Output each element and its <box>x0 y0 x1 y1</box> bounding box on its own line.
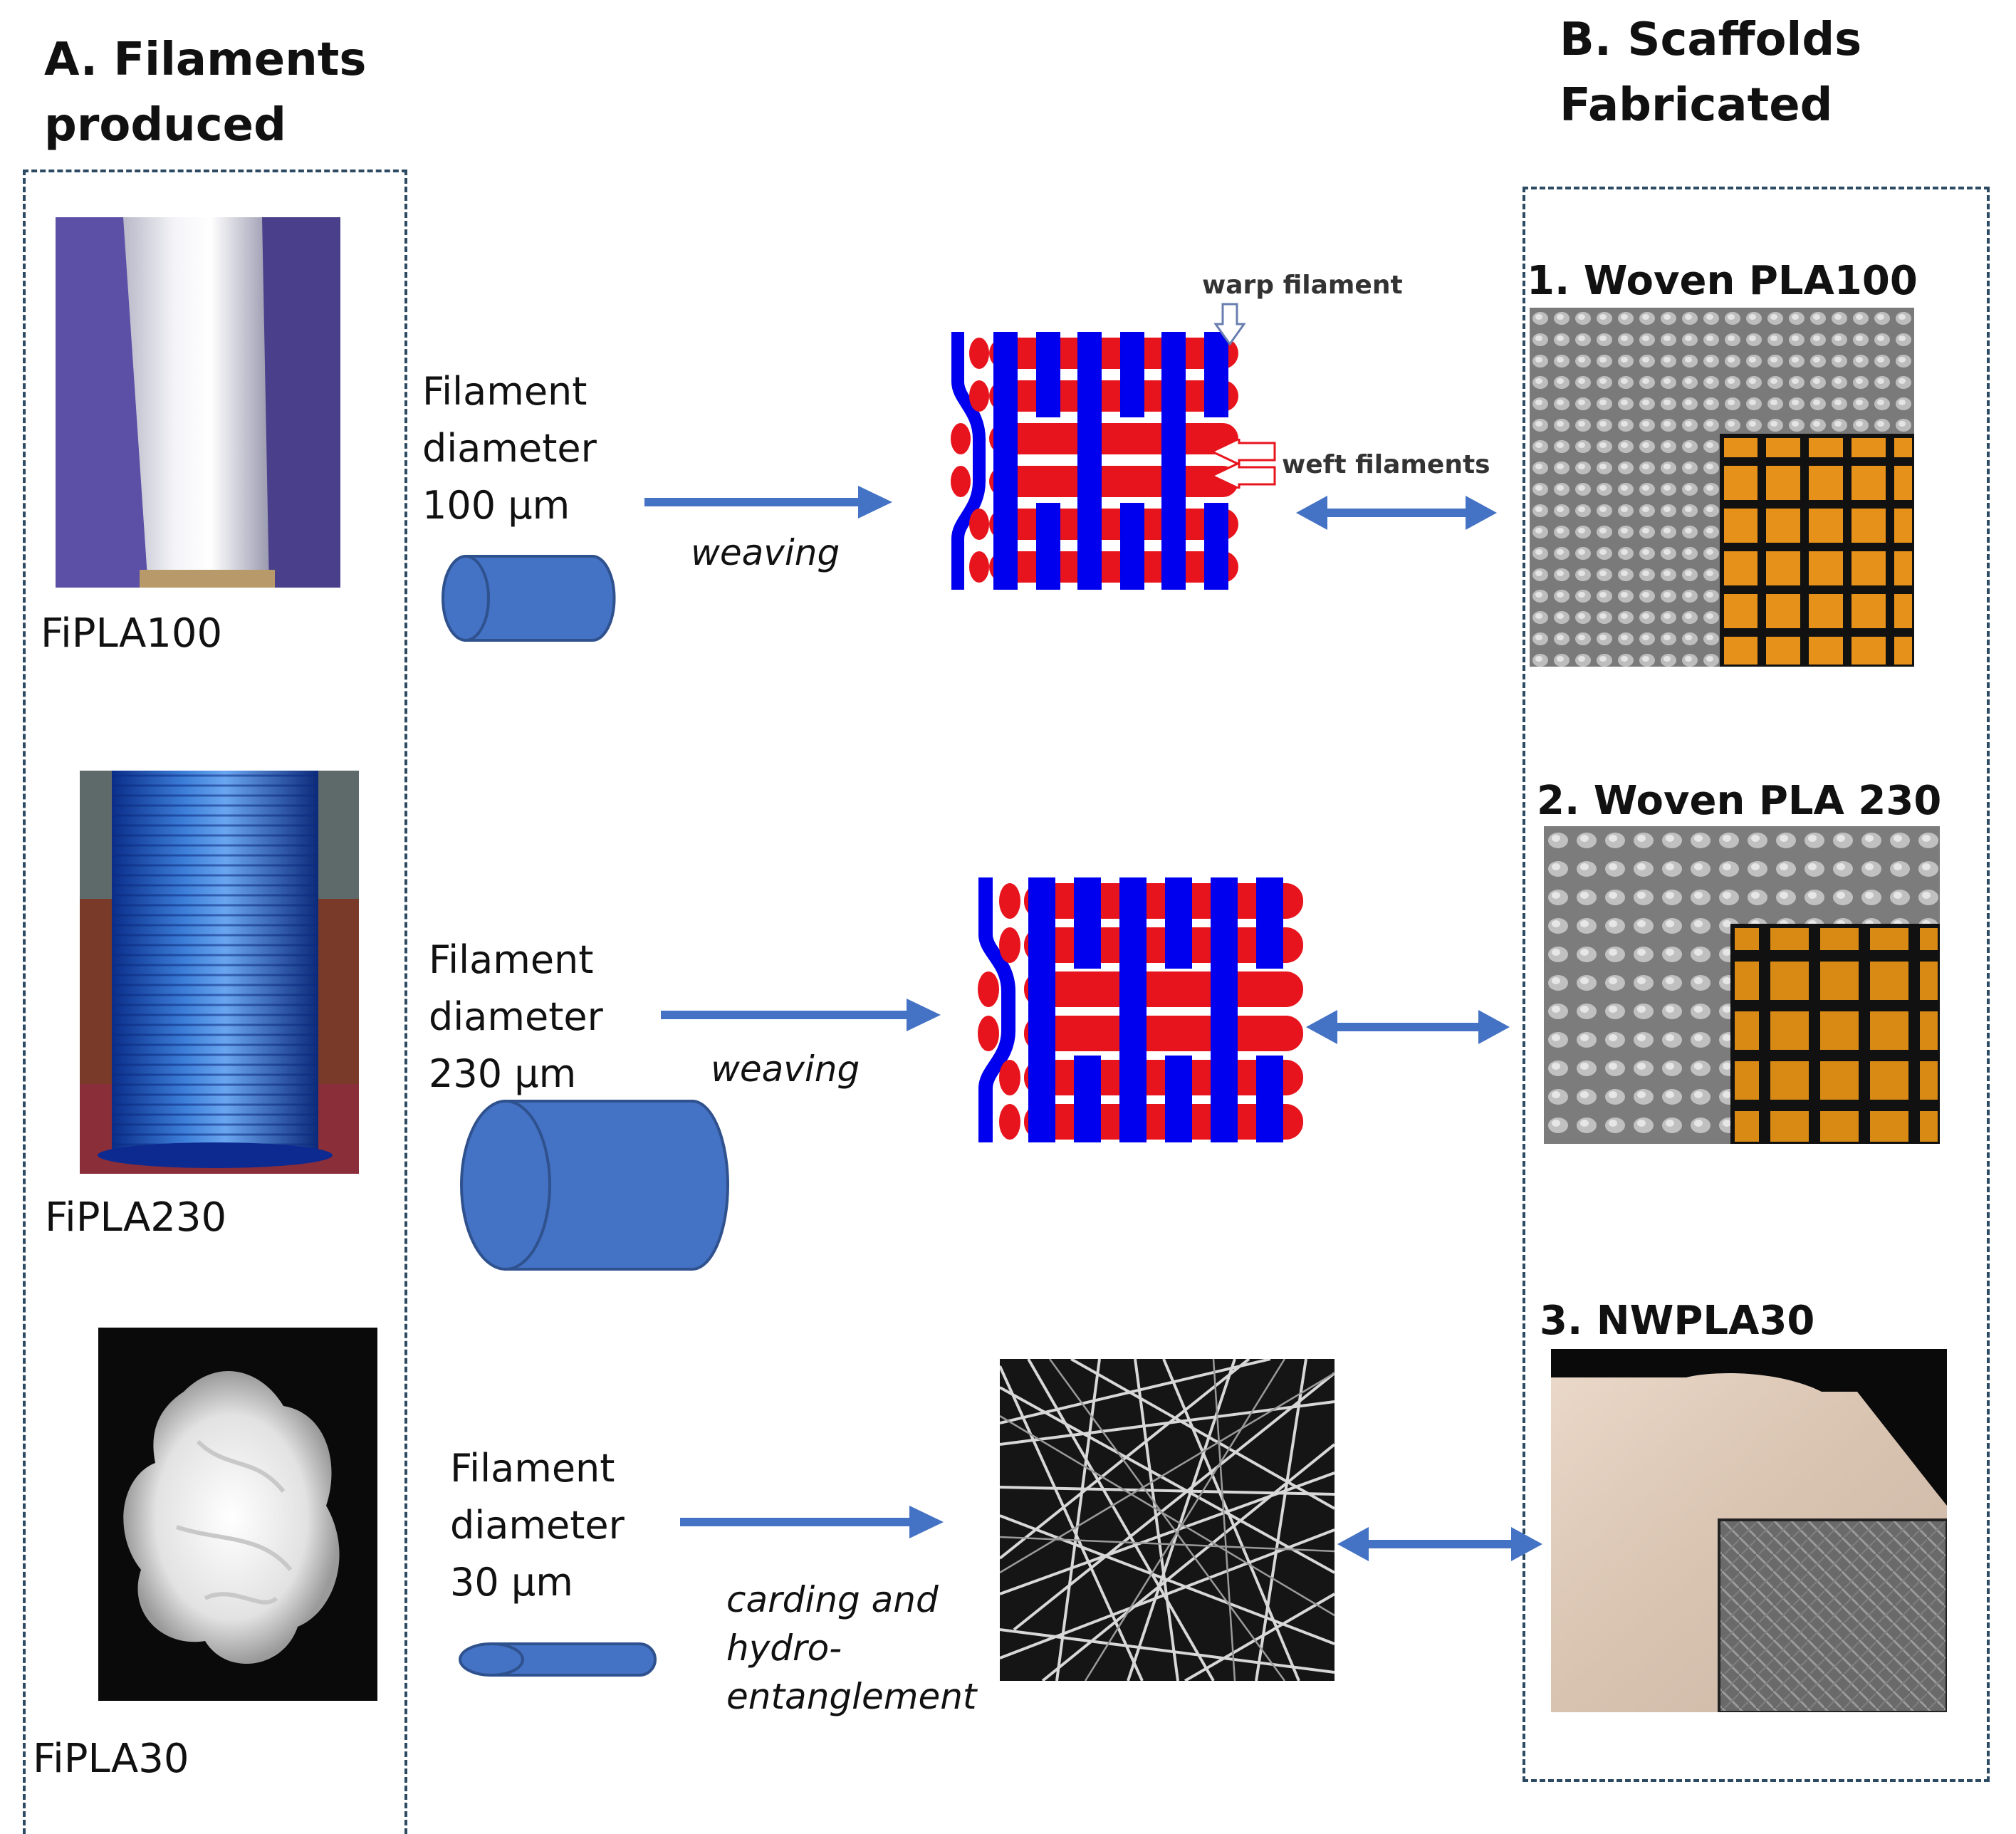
fipla30-photo <box>98 1328 377 1701</box>
cylinder-230 <box>460 1100 729 1271</box>
double-arrow-2 <box>1306 1010 1510 1044</box>
filament-name: FiPLA100 <box>41 610 223 657</box>
double-arrow-3 <box>1337 1527 1542 1561</box>
process-label-weaving: weaving <box>691 532 840 573</box>
weave-diagram-230 <box>978 877 1303 1142</box>
diameter-text-30: Filament diameter 30 µm <box>450 1446 625 1605</box>
double-arrow-1 <box>1296 496 1497 530</box>
scaffold-title: 2. Woven PLA 230 <box>1537 778 1942 824</box>
cylinder-30 <box>459 1642 657 1677</box>
fipla230-photo <box>80 771 359 1174</box>
diameter-text-230: Filament diameter 230 µm <box>429 937 603 1096</box>
warp-label: warp filament <box>1202 271 1403 300</box>
process-label-carding: carding and hydro- entanglement <box>726 1579 977 1717</box>
section-b-title: B. Scaffolds Fabricated <box>1560 14 1862 132</box>
filament-name: FiPLA230 <box>45 1194 227 1241</box>
warp-filament <box>993 332 1228 590</box>
scaffold-image-nwpla30 <box>1551 1349 1947 1712</box>
weft-filament <box>989 338 1238 583</box>
arrow-right-1 <box>644 486 892 519</box>
cylinder-100 <box>442 555 616 642</box>
arrow-right-2 <box>661 999 941 1031</box>
filament-name: FiPLA30 <box>33 1736 189 1782</box>
weft-label: weft filaments <box>1282 450 1490 479</box>
arrow-right-3 <box>680 1506 944 1538</box>
scaffold-image-woven-pla230 <box>1544 826 1940 1144</box>
warp-arrow-icon <box>1214 303 1245 345</box>
process-label-weaving: weaving <box>711 1048 860 1090</box>
filaments-panel <box>23 170 407 1834</box>
section-a-title: A. Filaments produced <box>44 33 367 152</box>
scaffolds-panel <box>1523 187 1990 1782</box>
scaffold-title: 1. Woven PLA100 <box>1527 258 1918 304</box>
scaffold-title: 3. NWPLA30 <box>1540 1298 1815 1344</box>
scaffold-image-woven-pla100 <box>1530 308 1914 667</box>
fipla100-photo <box>56 217 340 588</box>
diameter-text-100: Filament diameter 100 µm <box>422 369 597 528</box>
weft-arrow-icon <box>1211 439 1276 489</box>
nonwoven-sem-image <box>1000 1359 1335 1681</box>
weave-diagram-100 <box>951 332 1238 590</box>
